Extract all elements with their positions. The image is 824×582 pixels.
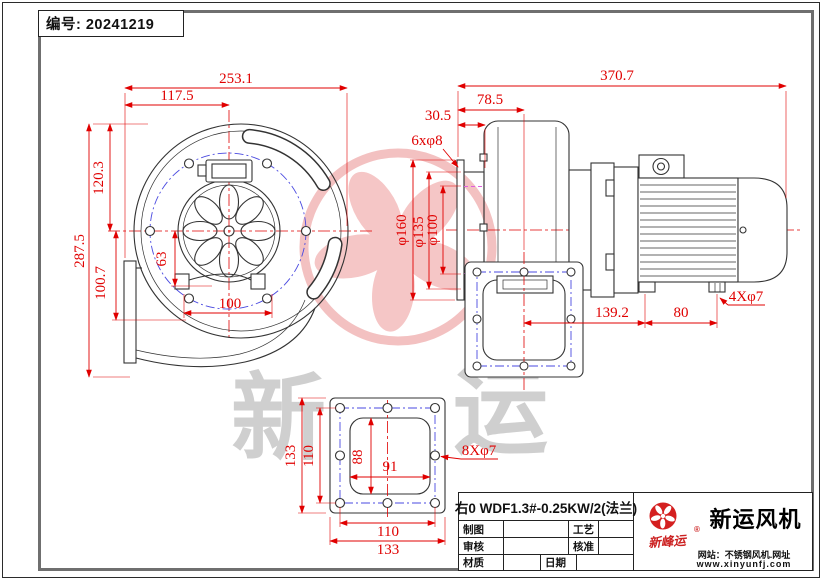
field-value-approve <box>599 538 633 554</box>
dim-side-length-total: 370.7 <box>600 68 634 84</box>
dim-front-width-center: 117.5 <box>160 88 193 104</box>
field-label-approve: 核准 <box>569 538 599 554</box>
dim-flange-bolt-width: 110 <box>377 524 399 540</box>
front-view: 253.1 117.5 287.5 120.3 100.7 63 100 <box>72 71 372 378</box>
flange-detail-view: 133 110 88 91 8Xφ7 110 133 <box>283 397 498 558</box>
dim-side-inlet-to-outlet: 78.5 <box>477 92 503 108</box>
title-block-fields: 右0 WDF1.3#-0.25KW/2(法兰) 制图 工艺 审核 核准 材质 日… <box>455 493 637 570</box>
fan-logo-icon <box>649 502 677 530</box>
dim-side-inlet-bore: φ100 <box>425 214 441 245</box>
field-label-check: 审核 <box>459 538 504 554</box>
company-info-line1: 网站：不锈钢风机.网址 <box>697 550 791 560</box>
dim-front-width-total: 253.1 <box>219 71 253 87</box>
field-value-draw <box>504 521 569 537</box>
serial-number-box: 编号: 20241219 <box>38 10 184 37</box>
dim-flange-bolt-height: 110 <box>301 445 317 467</box>
dim-flange-opening-height: 88 <box>350 450 366 465</box>
company-info-line2: www.xinyunfj.com <box>696 559 792 569</box>
field-label-material: 材质 <box>459 555 504 570</box>
watermark-char-yun: 运 <box>453 360 549 466</box>
dim-side-flange-depth: 30.5 <box>425 108 451 124</box>
serial-number-text: 编号: 20241219 <box>46 17 155 33</box>
inlet-petals <box>182 184 276 278</box>
motor-fins <box>640 184 736 277</box>
dim-front-foot-offset: 63 <box>154 252 170 267</box>
dim-side-foot-holes: 4Xφ7 <box>729 289 764 305</box>
dim-front-height-lower: 100.7 <box>93 266 109 300</box>
dim-side-outlet-to-foot: 139.2 <box>595 305 629 321</box>
dim-flange-opening-width: 91 <box>383 459 398 475</box>
dim-side-inlet-outer: φ160 <box>394 214 410 245</box>
field-label-date: 日期 <box>541 555 577 570</box>
dim-side-foot-span: 80 <box>674 305 689 321</box>
registered-mark: ® <box>694 525 700 534</box>
model-text: 右0 WDF1.3#-0.25KW/2(法兰) <box>455 493 637 521</box>
watermark-char-xin: 新 <box>231 366 327 472</box>
title-block-brand: 新峰运 ® 新运风机 网站：不锈钢风机.网址 www.xinyunfj.com <box>634 493 812 570</box>
dim-side-inlet-holes: 6xφ8 <box>411 133 442 149</box>
dim-flange-outer-width: 133 <box>377 542 400 558</box>
dim-front-bolt-span: 100 <box>219 296 242 312</box>
dim-front-height-total: 287.5 <box>72 234 88 268</box>
title-block: 右0 WDF1.3#-0.25KW/2(法兰) 制图 工艺 审核 核准 材质 日… <box>455 492 813 571</box>
dim-flange-outer-height: 133 <box>283 445 299 468</box>
field-label-draw: 制图 <box>459 521 504 537</box>
dim-side-inlet-bolt-circle: φ135 <box>411 216 427 247</box>
company-name: 新运风机 <box>709 507 802 532</box>
side-view: 370.7 78.5 30.5 6xφ8 φ160 φ135 φ100 139.… <box>394 68 800 392</box>
field-label-process: 工艺 <box>569 521 599 537</box>
field-value-material <box>504 555 541 570</box>
dim-front-height-upper: 120.3 <box>91 161 107 195</box>
sheet-inner-border <box>38 10 814 571</box>
field-value-check <box>504 538 569 554</box>
dim-flange-holes: 8Xφ7 <box>462 443 497 459</box>
field-value-date <box>577 555 633 570</box>
field-value-process <box>599 521 633 537</box>
